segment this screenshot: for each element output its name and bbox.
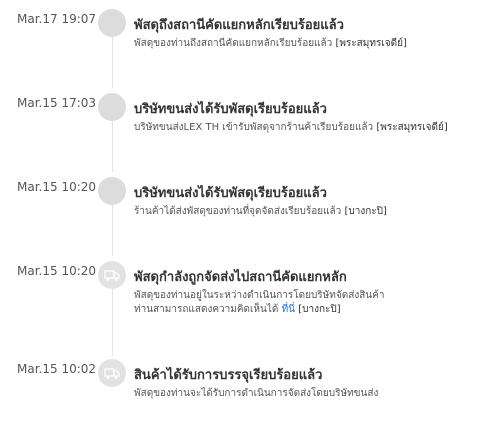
timeline-event: Mar.15 10:20 บริษัทขนส่งได้รับพัสดุเรียบ… bbox=[0, 177, 503, 240]
event-time: Mar.15 10:02 bbox=[17, 362, 97, 376]
status-dot-icon bbox=[98, 93, 126, 121]
event-time: Mar.15 10:20 bbox=[17, 264, 97, 278]
timeline-event: Mar.15 10:02 สินค้าได้รับการบรรจุเรียบร้… bbox=[0, 359, 503, 422]
event-title: บริษัทขนส่งได้รับพัสดุเรียบร้อยแล้ว bbox=[134, 102, 327, 117]
timeline-connector bbox=[112, 36, 113, 88]
truck-icon-glyph bbox=[104, 368, 120, 379]
event-description-text: ร้านค้าได้ส่งพัสดุของท่านที่จุดจัดส่งเรี… bbox=[134, 206, 342, 217]
feedback-link[interactable]: ที่นี่ bbox=[281, 304, 296, 315]
event-description: บริษัทขนส่งLEX TH เข้ารับพัสดุจากร้านค้า… bbox=[134, 121, 464, 135]
timeline-connector bbox=[112, 204, 113, 256]
event-description: พัสดุของท่านถึงสถานีคัดแยกหลักเรียบร้อยแ… bbox=[134, 37, 464, 51]
timeline-event: Mar.17 19:07 พัสดุถึงสถานีคัดแยกหลักเรีย… bbox=[0, 9, 503, 72]
event-location: [บางกะปิ] bbox=[298, 304, 341, 315]
event-title: พัสดุถึงสถานีคัดแยกหลักเรียบร้อยแล้ว bbox=[134, 18, 344, 33]
truck-icon bbox=[98, 359, 126, 387]
timeline-event: Mar.15 17:03 บริษัทขนส่งได้รับพัสดุเรียบ… bbox=[0, 93, 503, 156]
event-time: Mar.17 19:07 bbox=[17, 12, 97, 26]
event-description-text: บริษัทขนส่งLEX TH เข้ารับพัสดุจากร้านค้า… bbox=[134, 122, 374, 133]
truck-icon bbox=[98, 261, 126, 289]
event-time: Mar.15 17:03 bbox=[17, 96, 97, 110]
event-description: พัสดุของท่านอยู่ในระหว่างดำเนินการโดยบริ… bbox=[134, 289, 464, 317]
timeline-event: Mar.15 10:20 พัสดุกำลังถูกจัดส่งไปสถานีค… bbox=[0, 261, 503, 324]
event-title: สินค้าได้รับการบรรจุเรียบร้อยแล้ว bbox=[134, 368, 323, 383]
event-description: ร้านค้าได้ส่งพัสดุของท่านที่จุดจัดส่งเรี… bbox=[134, 205, 464, 219]
event-location: [พระสมุทรเจดีย์] bbox=[376, 122, 448, 133]
event-description: พัสดุของท่านจะได้รับการดำเนินการจัดส่งโด… bbox=[134, 387, 464, 401]
event-description-text: ท่านสามารถแสดงความคิดเห็นได้ bbox=[134, 304, 279, 315]
event-time: Mar.15 10:20 bbox=[17, 180, 97, 194]
event-description-text: พัสดุของท่านถึงสถานีคัดแยกหลักเรียบร้อยแ… bbox=[134, 38, 333, 49]
timeline-connector bbox=[112, 120, 113, 172]
truck-icon-glyph bbox=[104, 270, 120, 281]
event-title: บริษัทขนส่งได้รับพัสดุเรียบร้อยแล้ว bbox=[134, 186, 327, 201]
event-title: พัสดุกำลังถูกจัดส่งไปสถานีคัดแยกหลัก bbox=[134, 270, 347, 285]
event-description-text: พัสดุของท่านจะได้รับการดำเนินการจัดส่งโด… bbox=[134, 388, 379, 399]
event-location: [บางกะปิ] bbox=[344, 206, 387, 217]
status-dot-icon bbox=[98, 9, 126, 37]
timeline-connector bbox=[112, 288, 113, 356]
event-location: [พระสมุทรเจดีย์] bbox=[335, 38, 407, 49]
event-description-line-2: ท่านสามารถแสดงความคิดเห็นได้ ที่นี่ [บาง… bbox=[134, 303, 464, 317]
status-dot-icon bbox=[98, 177, 126, 205]
event-description-line: พัสดุของท่านอยู่ในระหว่างดำเนินการโดยบริ… bbox=[134, 290, 385, 301]
